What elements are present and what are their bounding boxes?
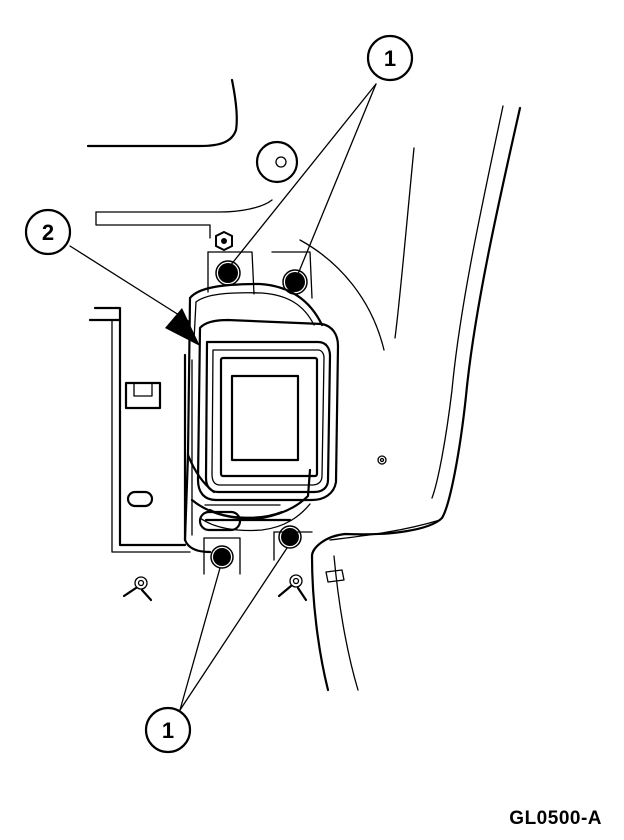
- callout-2: 2: [24, 208, 72, 256]
- callout-1-bottom: 1: [144, 706, 192, 754]
- callout-1-top: 1: [366, 34, 414, 82]
- upper-right-bolt-icon: [282, 269, 308, 295]
- upper-panel-contour: [86, 78, 273, 239]
- push-pin-clip-right-icon: [277, 574, 308, 602]
- callout-1-bottom-label: 1: [162, 718, 174, 743]
- upper-left-nut-icon: [215, 230, 233, 252]
- callout-1-top-label: 1: [384, 46, 396, 71]
- push-pin-clip-left-icon: [122, 576, 153, 602]
- round-grommet: [255, 140, 299, 184]
- lamp-socket: [198, 504, 292, 532]
- fender-contour: [299, 105, 522, 692]
- rear-lamp: [196, 318, 340, 502]
- lower-left-bolt-icon: [210, 545, 234, 569]
- figure-id: GL0500-A: [509, 808, 602, 829]
- mounting-tabs: [203, 251, 313, 575]
- lamp-pointer-arrow-icon: [165, 308, 200, 346]
- leader-lines: [69, 83, 377, 711]
- lower-right-bolt-icon: [278, 525, 302, 549]
- upper-left-bolt-icon: [215, 260, 241, 286]
- left-body-bracket: [88, 306, 193, 553]
- callout-2-label: 2: [42, 220, 54, 245]
